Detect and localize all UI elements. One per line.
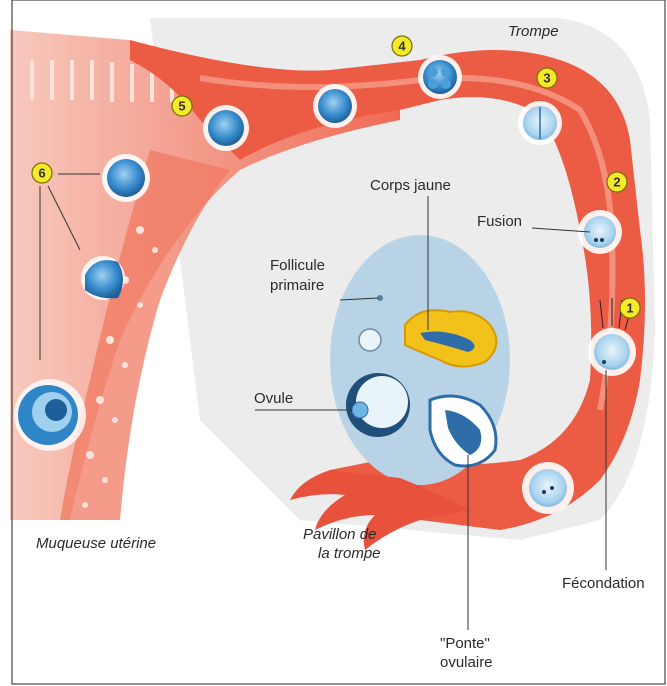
stage-6-implantation	[14, 379, 86, 451]
svg-text:6: 6	[38, 166, 45, 181]
stage-4b-embryo	[313, 84, 357, 128]
stage-marker-5: 5	[172, 96, 192, 116]
label-corps-jaune: Corps jaune	[370, 177, 451, 194]
label-follicule-1: Follicule	[270, 257, 325, 274]
small-follicle	[359, 329, 381, 351]
label-follicule-2: primaire	[270, 277, 324, 294]
svg-text:4: 4	[398, 39, 406, 54]
stage-marker-3: 3	[537, 68, 557, 88]
stage-marker-2: 2	[607, 172, 627, 192]
label-pavillon-1: Pavillon de	[303, 526, 376, 543]
stage-marker-4: 4	[392, 36, 412, 56]
label-pavillon-2: la trompe	[318, 545, 381, 562]
ovule-cell	[352, 402, 368, 418]
svg-text:5: 5	[178, 99, 185, 114]
svg-text:1: 1	[626, 301, 633, 316]
svg-text:2: 2	[613, 175, 620, 190]
stage-4-embryo	[418, 55, 462, 99]
label-ovule: Ovule	[254, 390, 293, 407]
released-egg	[522, 462, 574, 514]
stage-5-embryo	[203, 105, 249, 151]
stage-marker-6: 6	[32, 163, 52, 183]
stage-marker-1: 1	[620, 298, 640, 318]
label-ponte-2: ovulaire	[440, 654, 493, 671]
svg-text:3: 3	[543, 71, 550, 86]
label-fusion: Fusion	[477, 213, 522, 230]
follicle-cavity	[356, 376, 408, 428]
label-ponte-1: "Ponte"	[440, 635, 490, 652]
stage-3-embryo	[518, 101, 562, 145]
label-trompe: Trompe	[508, 23, 559, 40]
label-muqueuse: Muqueuse utérine	[36, 535, 156, 552]
label-fecondation: Fécondation	[562, 575, 645, 592]
stage-6-blastocyst-a	[102, 154, 150, 202]
stage-6-blastocyst-b	[81, 256, 125, 300]
